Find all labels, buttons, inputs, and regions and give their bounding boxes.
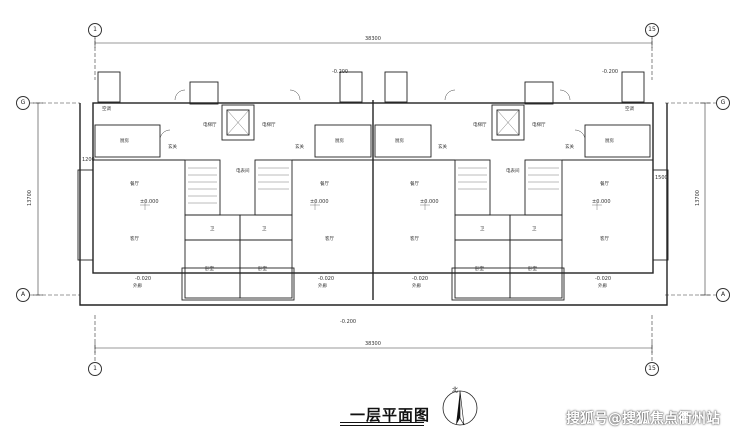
elevation-top-left: -0.200	[332, 69, 349, 75]
room-bedroom-1b: 卧室	[258, 267, 267, 272]
small-dim-right: 1500	[655, 175, 668, 181]
overall-width-top: 38300	[365, 36, 381, 42]
room-bath-1b: 卫	[262, 227, 267, 232]
axis-bubble-15-bottom: 15	[645, 362, 659, 376]
title-underline-1	[340, 422, 424, 423]
room-elevator-hall-1: 电梯厅	[203, 123, 217, 128]
drawing-title: 一层平面图	[350, 406, 431, 424]
room-dining-1: 餐厅	[130, 182, 139, 187]
title-underline-2	[340, 425, 424, 426]
room-bath-1a: 卫	[210, 227, 215, 232]
axis-bubble-g-right: G	[716, 96, 730, 110]
room-kitchen-2: 厨房	[335, 139, 344, 144]
axis-bubble-1-top: 1	[88, 23, 102, 37]
room-living-2: 客厅	[325, 237, 334, 242]
room-hall-2: 玄关	[295, 145, 304, 150]
depth-right: 13700	[694, 190, 701, 206]
axis-bubble-g-left: G	[16, 96, 30, 110]
room-living-3: 客厅	[410, 237, 419, 242]
axis-bubble-a-left: A	[16, 288, 30, 302]
floor-elevation-2: ±0.000	[310, 199, 329, 205]
room-bath-3b: 卫	[532, 227, 537, 232]
room-hall-3: 玄关	[438, 145, 447, 150]
room-balcony-4: 外廊	[598, 284, 607, 289]
small-dim-left: 1200	[82, 157, 95, 163]
north-arrow-label: 北	[452, 387, 459, 394]
elevation-top-right: -0.200	[602, 69, 619, 75]
elevation-bottom: -0.200	[340, 319, 357, 325]
room-elevator-hall-4: 电梯厅	[532, 123, 546, 128]
room-lift-room-1: 电表间	[236, 169, 250, 174]
room-ac-4: 空调	[625, 107, 634, 112]
room-balcony-3: 外廊	[412, 284, 421, 289]
outdoor-elevation-4: -0.020	[595, 276, 612, 282]
room-bedroom-1a: 卧室	[205, 267, 214, 272]
room-bedroom-3a: 卧室	[475, 267, 484, 272]
floor-elevation-4: ±0.000	[592, 199, 611, 205]
room-hall-4: 玄关	[565, 145, 574, 150]
outdoor-elevation-1: -0.020	[135, 276, 152, 282]
room-bedroom-3b: 卧室	[528, 267, 537, 272]
room-bath-3a: 卫	[480, 227, 485, 232]
room-elevator-hall-3: 电梯厅	[473, 123, 487, 128]
floor-elevation-3: ±0.000	[420, 199, 439, 205]
room-elevator-hall-2: 电梯厅	[262, 123, 276, 128]
watermark: 搜狐号@搜狐焦点衢州站	[566, 411, 720, 427]
room-living-4: 客厅	[600, 237, 609, 242]
room-hall-1: 玄关	[168, 145, 177, 150]
overall-width-bottom: 38300	[365, 341, 381, 347]
outdoor-elevation-3: -0.020	[412, 276, 429, 282]
axis-bubble-15-top: 15	[645, 23, 659, 37]
room-kitchen-1: 厨房	[120, 139, 129, 144]
room-balcony-1: 外廊	[133, 284, 142, 289]
room-balcony-2: 外廊	[318, 284, 327, 289]
outdoor-elevation-2: -0.020	[318, 276, 335, 282]
axis-bubble-a-right: A	[716, 288, 730, 302]
room-lift-room-3: 电表间	[506, 169, 520, 174]
room-living-1: 客厅	[130, 237, 139, 242]
room-ac-1: 空调	[102, 107, 111, 112]
room-dining-2: 餐厅	[320, 182, 329, 187]
room-kitchen-3: 厨房	[395, 139, 404, 144]
axis-bubble-1-bottom: 1	[88, 362, 102, 376]
depth-left: 13700	[26, 190, 33, 206]
floor-elevation-1: ±0.000	[140, 199, 159, 205]
room-dining-3: 餐厅	[410, 182, 419, 187]
room-kitchen-4: 厨房	[605, 139, 614, 144]
room-dining-4: 餐厅	[600, 182, 609, 187]
